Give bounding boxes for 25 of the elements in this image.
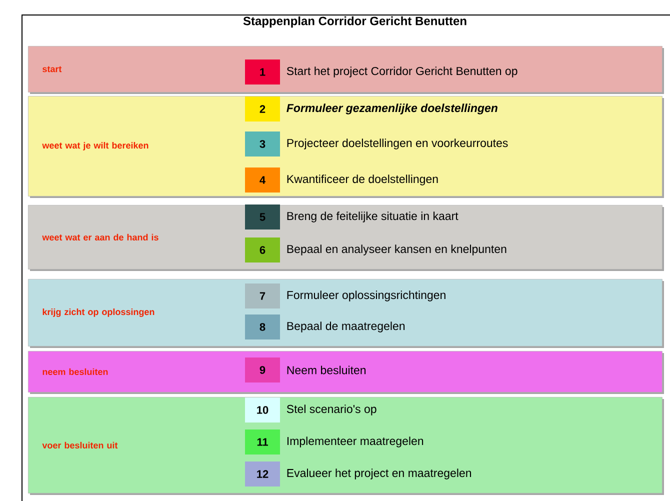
step-number: 6 (245, 238, 280, 262)
step-text: Kwantificeer de doelstellingen (287, 174, 438, 186)
step-number: 10 (245, 398, 280, 422)
step-number: 2 (245, 96, 280, 122)
step-number: 12 (245, 462, 280, 486)
step-number: 11 (245, 430, 280, 454)
step-number: 4 (245, 168, 280, 192)
step-text: Formuleer gezamenlijke doelstellingen (286, 104, 498, 114)
step-text: Neem besluiten (287, 366, 366, 374)
step-text: Implementeer maatregelen (287, 436, 424, 448)
step-number: 7 (245, 284, 280, 308)
step-text: Breng de feitelijke situatie in kaart (287, 212, 458, 222)
step-text: Bepaal de maatregelen (287, 322, 405, 332)
step-text: Evalueer het project en maatregelen (287, 468, 471, 480)
step-number: 1 (245, 60, 280, 84)
step-text: Bepaal en analyseer kansen en knelpunten (287, 244, 506, 256)
step-number: 9 (245, 358, 280, 382)
step-number: 5 (245, 204, 280, 230)
step-number: 3 (245, 132, 280, 156)
step-text: Formuleer oplossingsrichtingen (287, 290, 446, 302)
step-number: 8 (245, 314, 280, 340)
title: Stappenplan Corridor Gericht Benutten (243, 16, 466, 28)
step-text: Stel scenario's op (286, 404, 376, 416)
step-text: Start het project Corridor Gericht Benutten op (286, 66, 518, 78)
step-text: Projecteer doelstellingen en voorkeurroutes (287, 138, 508, 150)
